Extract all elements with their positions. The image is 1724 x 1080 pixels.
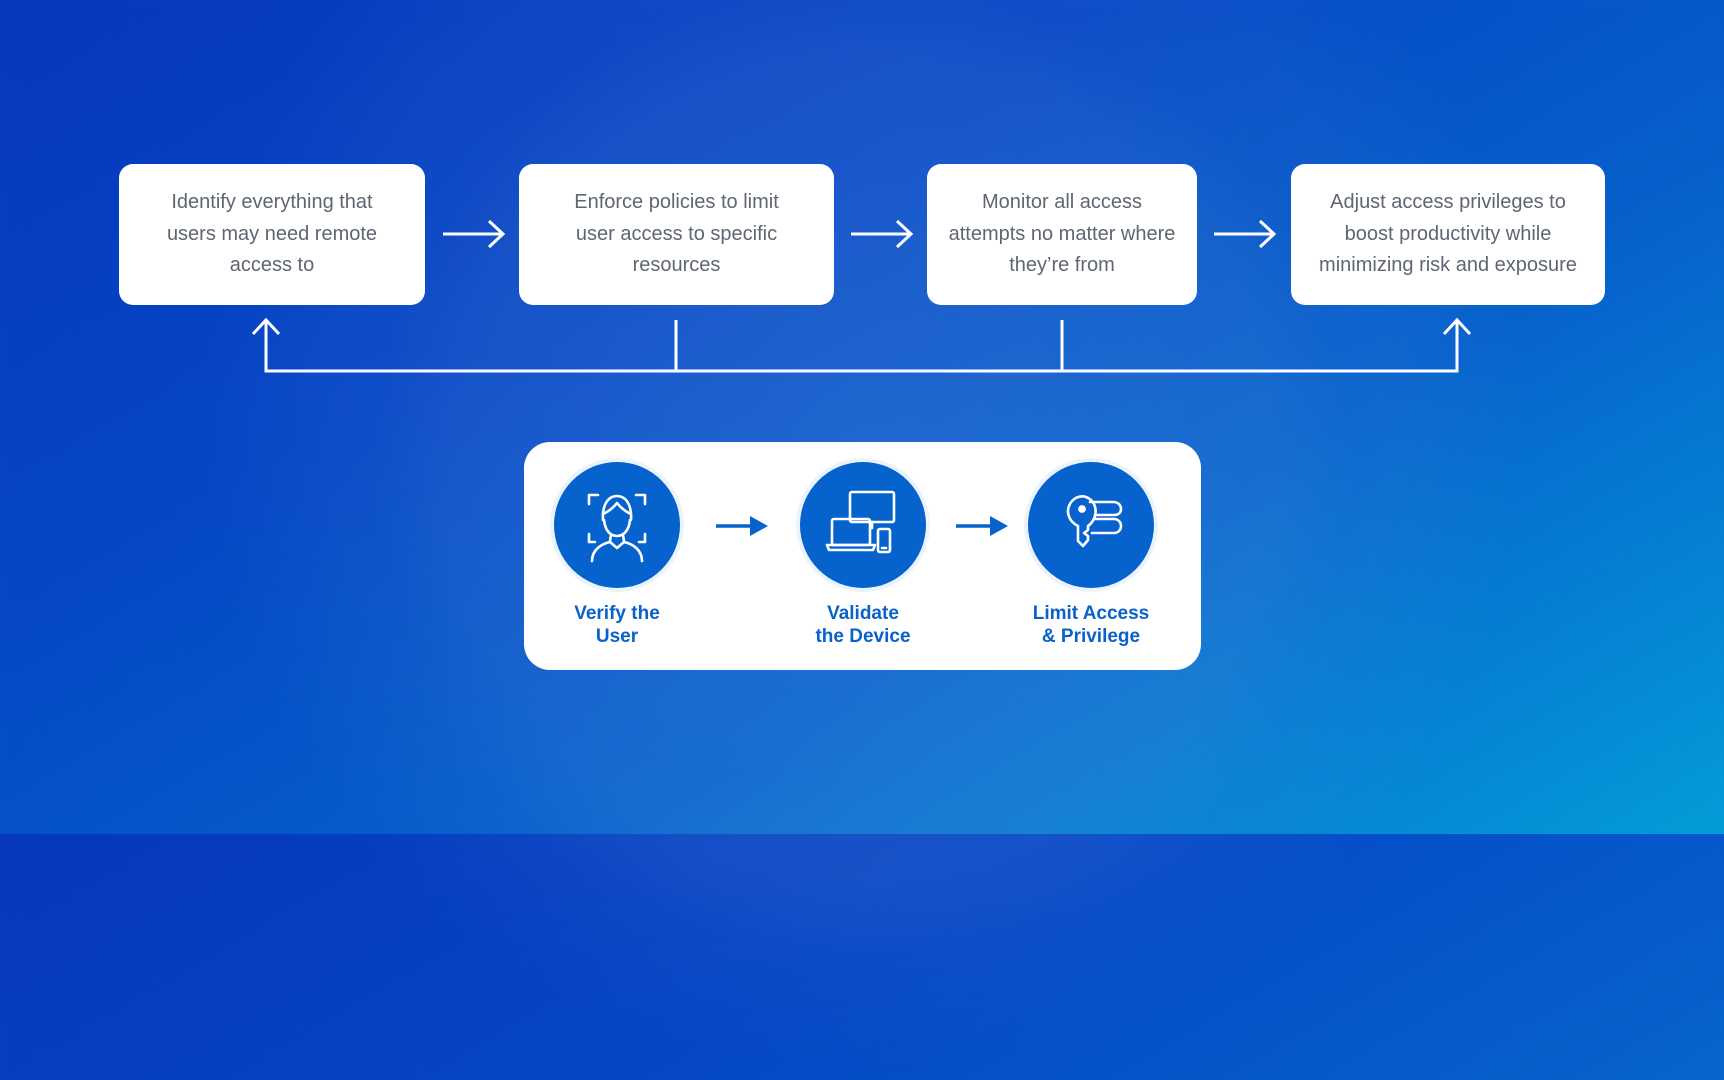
arrow-right-icon (716, 516, 768, 536)
flow-label-limit-access: Limit Access & Privilege (1032, 603, 1150, 647)
arrow-up-icon (251, 317, 281, 336)
step-box-enforce: Enforce policies to limit user access to… (519, 164, 834, 305)
feedback-loop-line (264, 320, 1459, 373)
verification-flow-card: Verify the User Validate the Device (524, 442, 1201, 670)
step-text: Enforce policies to limit user access to… (574, 191, 779, 277)
user-face-scan-icon (554, 462, 680, 588)
key-privilege-icon (1028, 462, 1154, 588)
flow-label-validate-device: Validate the Device (815, 603, 911, 647)
step-text: Adjust access privileges to boost produc… (1319, 191, 1577, 277)
step-text: Monitor all access attempts no matter wh… (948, 191, 1176, 277)
arrow-up-icon (1442, 317, 1472, 336)
connector-lines (0, 0, 1724, 834)
arrow-right-icon (851, 219, 914, 249)
arrow-right-icon (443, 219, 506, 249)
devices-icon (800, 462, 926, 588)
step-text: Identify everything that users may need … (166, 191, 378, 277)
flow-label-verify-user: Verify the User (574, 603, 660, 647)
step-box-adjust: Adjust access privileges to boost produc… (1291, 164, 1605, 305)
arrow-right-icon (956, 516, 1008, 536)
step-box-monitor: Monitor all access attempts no matter wh… (927, 164, 1197, 305)
step-box-identify: Identify everything that users may need … (119, 164, 425, 305)
arrow-right-icon (1214, 219, 1277, 249)
